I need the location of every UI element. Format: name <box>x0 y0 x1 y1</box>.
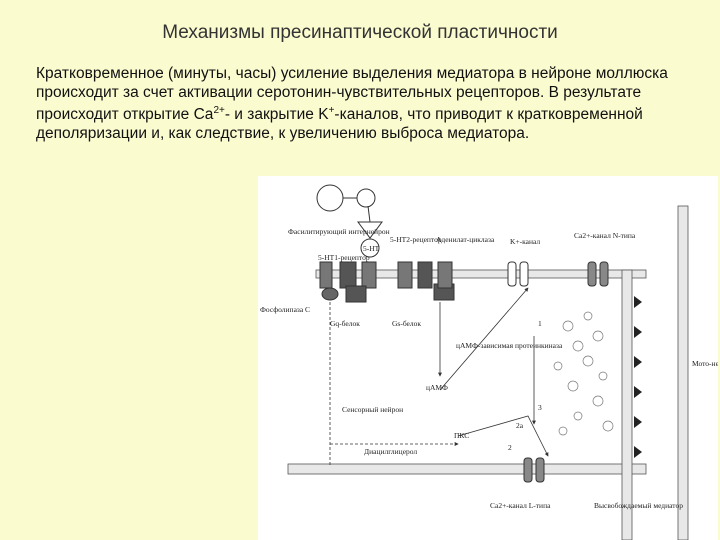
body-text-3: -каналов, что приводит к кратковременной… <box>36 106 643 142</box>
label-ca-channel-l: Ca2+-канал L-типа <box>490 501 551 510</box>
label-gs-protein: Gs-белок <box>392 319 421 328</box>
body-text-2: - и закрытие K <box>224 106 329 124</box>
signal-pathways <box>329 287 549 466</box>
body-sup-k: + <box>328 105 335 117</box>
label-ca-channel-n: Ca2+-канал N-типа <box>574 231 636 240</box>
label-num-2: 2 <box>508 443 512 452</box>
label-num-1: 1 <box>538 319 542 328</box>
label-5ht1-receptor: 5-НТ1-рецептор <box>318 253 370 262</box>
label-gq-protein: Gq-белок <box>330 319 360 328</box>
label-k-channel: K+-канал <box>510 237 540 246</box>
label-adenylate-cyclase: Аденилат-циклаза <box>436 235 495 244</box>
label-num-2a: 2а <box>516 421 524 430</box>
facilitating-interneuron <box>316 184 383 258</box>
synapse-diagram: Фасилитирующий интернейрон 5-НТ 5-НТ2-ре… <box>258 176 718 540</box>
slide-body: Кратковременное (минуты, часы) усиление … <box>36 65 696 144</box>
label-num-3: 3 <box>538 403 542 412</box>
receptor-complexes <box>319 261 455 303</box>
label-diacylglycerol: Диацилглицерол <box>364 447 417 456</box>
label-sensory-neuron: Сенсорный нейрон <box>342 405 403 414</box>
label-pka: цАМФ-зависимая протеинкиназа <box>456 341 563 350</box>
label-5ht2-receptor: 5-НТ2-рецептор <box>390 235 442 244</box>
label-released-mediator: Высвобождаемый медиатор <box>594 501 683 510</box>
body-sup-ca: 2+ <box>213 105 225 117</box>
slide-title: Механизмы пресинаптической пластичности <box>162 22 558 43</box>
ca-channel-l <box>523 457 545 483</box>
synaptic-vesicles <box>553 311 614 436</box>
body-text-1: Кратковременное (минуты, часы) усиление … <box>36 65 668 124</box>
postsynaptic-receptors <box>634 296 642 458</box>
k-channel <box>507 261 529 287</box>
label-pkc: ПКС <box>454 431 469 440</box>
label-phospholipase: Фосфолипаза С <box>260 305 310 314</box>
label-serotonin: 5-НТ <box>363 244 380 253</box>
ca-channel-n <box>587 261 609 287</box>
label-camp: цАМФ <box>426 383 448 392</box>
presynaptic-membrane <box>287 205 689 540</box>
label-motor-neuron: Мото-нейрон <box>692 359 718 368</box>
label-facilitating-interneuron: Фасилитирующий интернейрон <box>288 227 390 236</box>
synapse-diagram-svg: Фасилитирующий интернейрон 5-НТ 5-НТ2-ре… <box>260 184 718 540</box>
